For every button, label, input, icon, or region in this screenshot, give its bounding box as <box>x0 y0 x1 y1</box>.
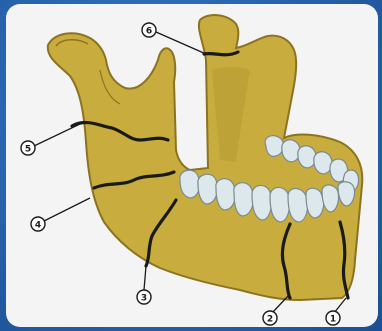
marker-5-label: 5 <box>25 145 31 155</box>
marker-1: 1 <box>326 311 340 325</box>
marker-1-label: 1 <box>330 315 336 325</box>
marker-4: 4 <box>31 217 45 231</box>
marker-6: 6 <box>142 23 156 37</box>
marker-3-label: 3 <box>141 294 147 304</box>
marker-5: 5 <box>21 141 35 155</box>
marker-2-label: 2 <box>267 315 273 325</box>
marker-2: 2 <box>263 311 277 325</box>
marker-4-label: 4 <box>35 221 41 231</box>
marker-6-label: 6 <box>146 27 152 37</box>
marker-3: 3 <box>137 290 151 304</box>
